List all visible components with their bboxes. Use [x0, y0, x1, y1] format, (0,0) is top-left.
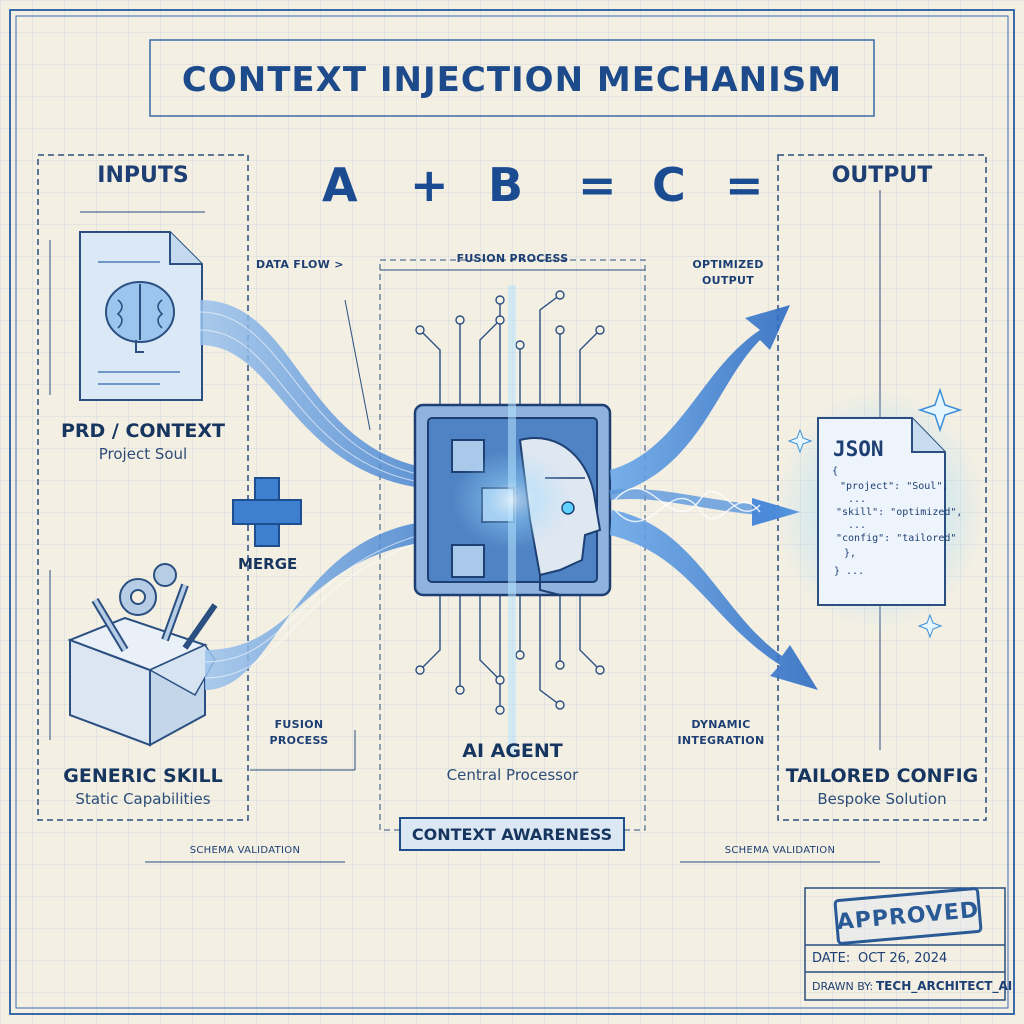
outer-border [9, 9, 1015, 1015]
json-line: ... [848, 520, 867, 531]
tailored-config-subtitle: Bespoke Solution [817, 790, 947, 808]
inner-border [15, 15, 1009, 1009]
equation-c: C [652, 158, 686, 212]
chip-glow [452, 450, 572, 550]
prd-context-subtitle: Project Soul [98, 445, 188, 463]
agent-title: AI AGENT [462, 740, 563, 762]
circuit-traces [419, 294, 601, 710]
toolbox-icon [67, 616, 216, 747]
json-line: } ... [834, 566, 865, 577]
json-doc-title: JSON [833, 437, 884, 461]
json-line: "config": "tailored" [836, 533, 957, 544]
equation-b: B [488, 158, 524, 212]
data-flow-annotation: DATA FLOW > [256, 258, 344, 271]
wrench-icon [91, 583, 218, 653]
agent-subtitle: Central Processor [446, 766, 579, 784]
inputs-panel [37, 154, 249, 821]
fusion-process-bottom-annotation-line-2: PROCESS [269, 734, 329, 747]
title-frame [149, 39, 875, 117]
json-line: "skill": "optimized", [836, 507, 963, 518]
context-awareness-label: CONTEXT AWARENESS [399, 817, 625, 851]
generic-skill-title: GENERIC SKILL [63, 765, 223, 787]
circuit-nodes [415, 290, 605, 715]
output-flow [609, 305, 818, 690]
title-block-frame [804, 887, 1006, 1001]
gear-icon [119, 563, 177, 616]
json-line: }, [844, 548, 857, 559]
drawn-by-value: TECH_ARCHITECT_AI [876, 979, 1013, 993]
optimized-output-annotation-line-1: OPTIMIZED [692, 258, 764, 271]
schema-validation-left: SCHEMA VALIDATION [189, 845, 301, 856]
dynamic-integration-annotation-line-2: INTEGRATION [677, 734, 765, 747]
drawn-by-label: DRAWN BY: [812, 980, 874, 993]
equation-equals-1: = [578, 158, 617, 212]
sparkle-icon [787, 387, 963, 639]
json-document-icon [817, 417, 946, 606]
inputs-heading: INPUTS [97, 163, 189, 188]
schema-validation-right: SCHEMA VALIDATION [724, 845, 836, 856]
date-label: DATE: [812, 951, 851, 966]
plus-icon [232, 477, 302, 547]
dynamic-integration-annotation-line-1: DYNAMIC [691, 718, 751, 731]
fusion-process-top-annotation: FUSION PROCESS [456, 252, 569, 265]
equation-plus: + [410, 158, 449, 212]
prd-context-title: PRD / CONTEXT [60, 420, 226, 442]
equation-a: A [322, 158, 358, 212]
tailored-config-title: TAILORED CONFIG [785, 765, 979, 787]
fusion-process-bottom-annotation-line-1: FUSION [274, 718, 324, 731]
json-line: ... [848, 494, 867, 505]
merge-label: MERGE [238, 555, 298, 573]
output-heading: OUTPUT [831, 163, 933, 188]
brain-icon [105, 281, 175, 353]
equation-equals-2: = [725, 158, 764, 212]
json-line: { [832, 466, 839, 477]
date-value: OCT 26, 2024 [858, 951, 948, 966]
json-line: "project": "Soul", [840, 481, 949, 492]
page-title: CONTEXT INJECTION MECHANISM [181, 60, 843, 100]
generic-skill-subtitle: Static Capabilities [75, 790, 211, 808]
optimized-output-annotation-line-2: OUTPUT [701, 274, 755, 287]
